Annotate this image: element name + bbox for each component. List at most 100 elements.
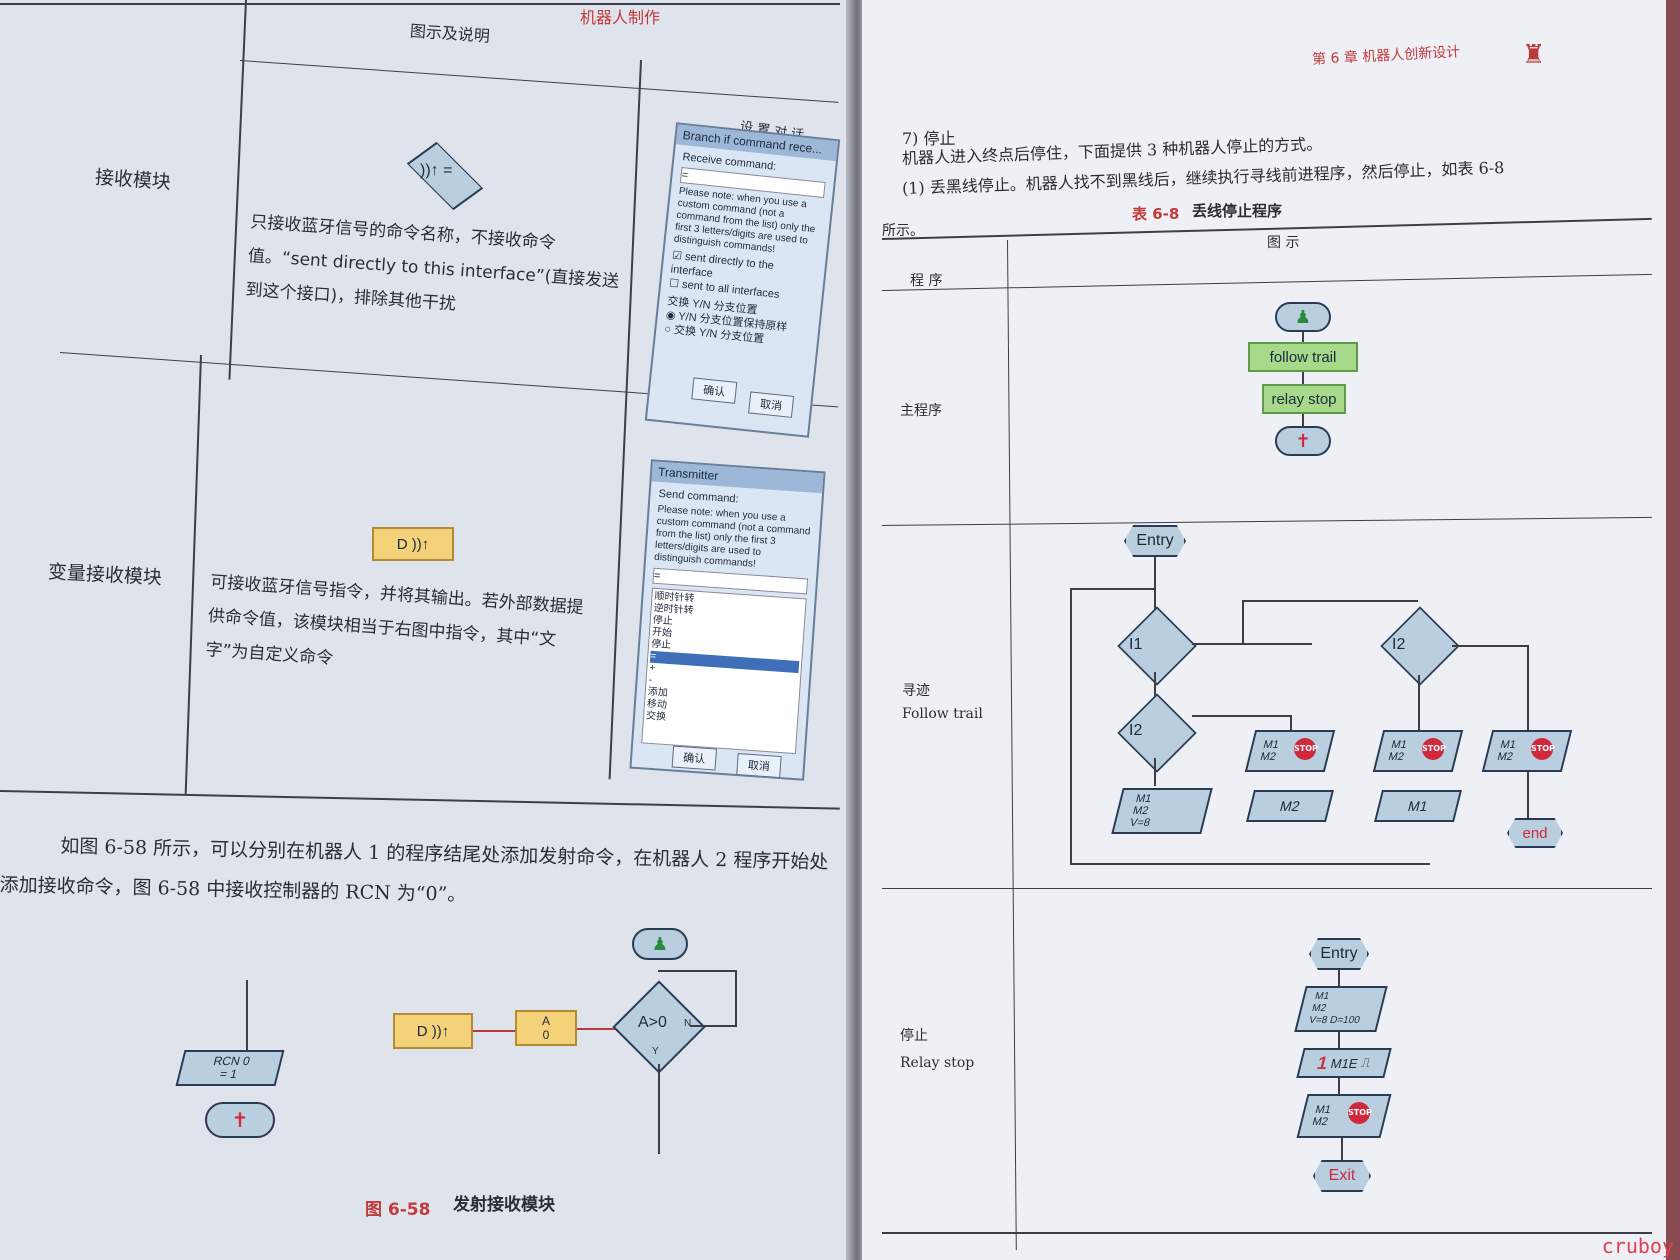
table-header-rule — [239, 60, 839, 103]
table-caption-text: 丢线停止程序 — [1192, 202, 1283, 220]
variable-receive-letter: D — [396, 535, 408, 553]
ft-to-i2b-v — [1242, 600, 1244, 645]
col-figure-header: 图 示 — [1267, 235, 1300, 251]
ft-motor-block-2: M2 — [1246, 790, 1334, 822]
rs-entry-block: Entry — [1309, 938, 1369, 970]
left-page: 机器人制作 图示及说明 设 置 对 话 接收模块 ))↑ = 只接收蓝牙信号的命… — [0, 0, 852, 1260]
fig-a-letter: A — [541, 1014, 550, 1028]
relay-stop-block: relay stop — [1262, 384, 1346, 414]
row-label-receive: 接收模块 — [94, 166, 172, 194]
table-header: 图示及说明 — [409, 21, 491, 46]
fig-no-label: N — [684, 1018, 692, 1029]
rs-link-1 — [1338, 970, 1340, 986]
fig-link-2 — [577, 1028, 617, 1030]
running-header-right: 第 6 章 机器人创新设计 — [1311, 44, 1461, 68]
main-link-3 — [1302, 414, 1304, 426]
ft-stop2-m2: M2 — [1387, 751, 1406, 763]
intro-line-3: 所示。 — [882, 223, 924, 239]
table-col-line-1b — [184, 354, 202, 795]
rs-link-3 — [1338, 1078, 1340, 1094]
rs-v8: V=8 — [1307, 1015, 1329, 1026]
transmitter-note: Please note: when you use a custom comma… — [653, 503, 811, 570]
ft-m1: M1 — [1134, 793, 1153, 805]
command-list[interactable]: 顺时针转 逆时针转 停止 开始 停止 = + - 添加 移动 交换 — [641, 587, 807, 755]
stop-sign-icon: STOP — [1531, 738, 1555, 760]
fig-condition: A>0 — [638, 1014, 667, 1031]
cancel-button[interactable]: 取消 — [748, 391, 795, 418]
transmitter-ok-button[interactable]: 确认 — [671, 745, 718, 771]
transmitter-dialog: Transmitter Send command: Please note: w… — [629, 459, 826, 781]
follow-trail-block: follow trail — [1248, 342, 1358, 372]
check-direct-label: sent directly to the interface — [670, 250, 775, 280]
rs-exit-block: Exit — [1313, 1160, 1371, 1192]
ft-i2b-right — [1452, 645, 1528, 647]
ft-i1-right — [1192, 643, 1312, 645]
fig-arrow-line — [246, 980, 248, 1050]
stop-sign-icon: STOP — [1294, 738, 1318, 760]
rs-link-2 — [1338, 1032, 1340, 1048]
figure-caption-num: 图 6-58 — [365, 1200, 431, 1220]
table-caption-num: 表 6-8 — [1132, 205, 1180, 223]
ft-stop3-down — [1527, 772, 1529, 818]
figure-caption-text: 发射接收模块 — [453, 1195, 555, 1215]
rs-d100: D=100 — [1328, 1015, 1362, 1026]
ft-loop-left — [1070, 588, 1072, 865]
fig-start-block: ♟ — [632, 928, 688, 960]
stop-sign-icon: STOP — [1422, 738, 1446, 760]
row-label-variable-receive: 变量接收模块 — [47, 561, 163, 589]
relay-stop-label-en: Relay stop — [900, 1055, 975, 1071]
fig-a-value: 0 — [542, 1028, 550, 1042]
fig-d-letter: D — [416, 1022, 428, 1040]
bluetooth-icon: ))↑ — [411, 535, 430, 553]
ok-button[interactable]: 确认 — [691, 377, 738, 404]
rs-link-4 — [1341, 1138, 1343, 1160]
fig-link-1 — [473, 1030, 515, 1032]
table-top-rule — [0, 3, 840, 5]
ft-motor-block-3: M1 — [1374, 790, 1462, 822]
section-title: 7) 停止 — [902, 129, 956, 148]
rtable-header-rule — [881, 273, 1652, 291]
transmitter-cancel-button[interactable]: 取消 — [736, 753, 782, 779]
main-link-1 — [1302, 332, 1304, 342]
fig-loop-h — [690, 1025, 735, 1027]
fig-yes-label: Y — [652, 1046, 659, 1057]
rtable-col-line — [1007, 239, 1017, 1250]
rs-m2: M2 — [1310, 1003, 1328, 1014]
stop-end-block: ✝ — [205, 1102, 275, 1138]
rtable-bottom-rule — [882, 1232, 1652, 1234]
main-link-2 — [1302, 372, 1304, 384]
ft-stop1-m2: M2 — [1259, 751, 1278, 763]
ft-i2-right — [1192, 715, 1292, 717]
fig-a-block: A 0 — [515, 1010, 577, 1046]
branch-dialog: Branch if command rece... Receive comman… — [644, 122, 841, 438]
ft-i2b-label: I2 — [1392, 636, 1406, 653]
table-bottom-rule — [0, 790, 840, 810]
ft-i2b-yes — [1418, 675, 1420, 730]
main-program-label: 主程序 — [900, 403, 942, 419]
chapter-robot-icon: ♜ — [1522, 40, 1546, 70]
running-header-left: 机器人制作 — [580, 8, 661, 27]
main-end-block: ✝ — [1275, 426, 1331, 456]
ft-link-i1-i2 — [1154, 672, 1156, 702]
rtable-row-rule-1 — [881, 516, 1652, 526]
receive-block-glyph: ))↑ = — [420, 162, 453, 179]
rcn-value: = 1 — [218, 1067, 239, 1081]
table-col-line-1 — [228, 0, 247, 380]
ft-to-i2b-h — [1242, 600, 1418, 602]
ft-i2b-down — [1527, 645, 1529, 730]
variable-receive-block: D ))↑ — [372, 527, 454, 561]
stop-sign-icon: STOP — [1348, 1102, 1372, 1124]
dialog-note: Please note: when you use a custom comma… — [673, 185, 816, 256]
follow-trail-label-en: Follow trail — [902, 706, 983, 722]
fig-loop-top — [658, 970, 737, 972]
ft-entry-block: Entry — [1124, 525, 1186, 557]
ft-i1-label: I1 — [1129, 636, 1143, 653]
rcn-block: RCN 0 = 1 — [175, 1050, 285, 1086]
ft-loop-top — [1070, 588, 1156, 590]
follow-trail-label-cn: 寻迹 — [902, 683, 930, 699]
ft-end-block: end — [1507, 818, 1563, 848]
ft-link-i2-m — [1154, 758, 1156, 786]
